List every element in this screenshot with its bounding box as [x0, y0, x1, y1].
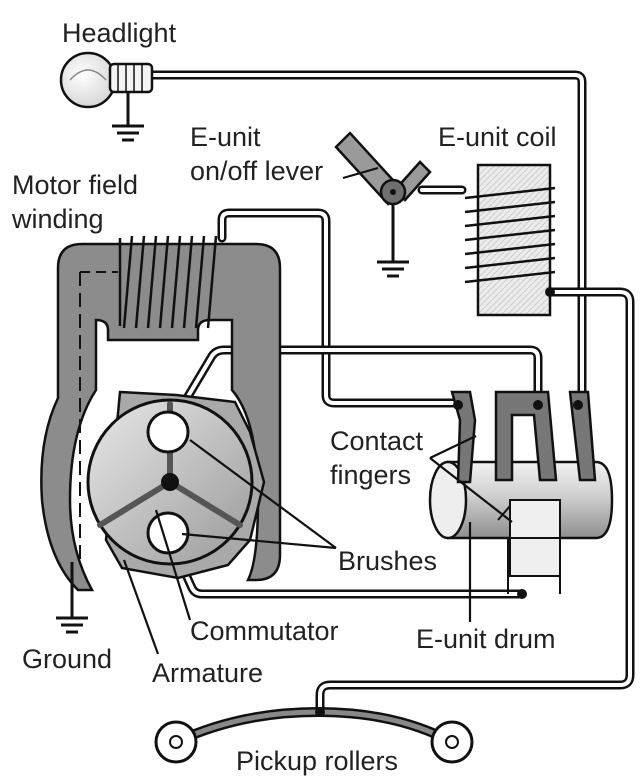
label-headlight: Headlight — [62, 18, 177, 48]
headlight — [59, 51, 154, 142]
upper-brush — [146, 410, 190, 454]
labels: Headlight E-unit on/off lever E-unit coi… — [11, 18, 557, 776]
armature — [86, 390, 266, 580]
leader-lines — [122, 435, 513, 655]
label-eunit-lever-line2: on/off lever — [190, 156, 323, 186]
ground-symbol — [56, 562, 88, 634]
headlight-socket — [108, 62, 154, 94]
label-contact-line2: fingers — [330, 460, 411, 490]
label-eunit-lever-line1: E-unit — [190, 122, 261, 152]
left-roller-icon — [154, 720, 198, 764]
wiring — [145, 70, 635, 717]
label-contact-line1: Contact — [330, 426, 424, 456]
label-pickup-rollers: Pickup rollers — [236, 746, 398, 776]
label-brushes: Brushes — [338, 546, 437, 576]
pickup-rollers — [154, 706, 474, 764]
finger-terminals — [453, 287, 583, 599]
right-roller-icon — [430, 720, 474, 764]
contact-fingers — [450, 390, 597, 484]
label-commutator: Commutator — [190, 616, 339, 646]
lower-brush — [146, 511, 190, 555]
eunit-coil — [464, 163, 556, 317]
motor-field-winding — [118, 235, 218, 329]
headlight-bulb-icon — [59, 51, 117, 109]
label-motor-field-line2: winding — [11, 204, 104, 234]
label-armature: Armature — [152, 658, 263, 688]
label-eunit-coil: E-unit coil — [438, 122, 557, 152]
eunit-lever — [334, 131, 432, 278]
label-eunit-drum: E-unit drum — [416, 624, 556, 654]
label-motor-field-line1: Motor field — [12, 170, 138, 200]
label-ground: Ground — [22, 644, 112, 674]
